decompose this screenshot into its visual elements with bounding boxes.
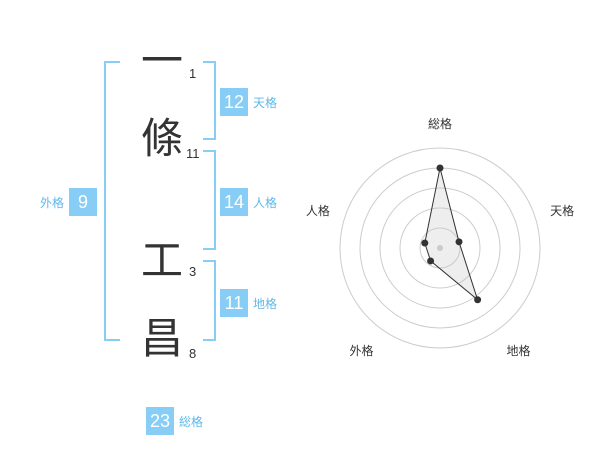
- tenkaku-label: 天格: [253, 95, 278, 110]
- jinkaku-label: 人格: [253, 195, 278, 210]
- name-char-1: 一: [141, 36, 184, 85]
- radar-grid-ring: [379, 187, 501, 309]
- gaikaku-bracket: [104, 61, 120, 341]
- name-char-2: 條: [141, 114, 184, 163]
- soukaku-badge: 23 総格: [146, 407, 203, 435]
- radar-point-3: [474, 296, 482, 304]
- name-char-4: 昌: [141, 314, 184, 363]
- radar-point-1: [436, 164, 444, 172]
- jinkaku-bracket: [203, 150, 216, 250]
- gaikaku-value: 9: [69, 188, 98, 216]
- radar-point-4: [427, 257, 435, 265]
- stroke-count-1: 1: [189, 66, 197, 81]
- jinkaku-value: 14: [220, 188, 248, 216]
- tenkaku-value: 12: [220, 88, 248, 116]
- stroke-count-2: 11: [186, 146, 200, 161]
- soukaku-label: 総格: [179, 414, 204, 429]
- radar-center-dot: [437, 245, 443, 251]
- name-char-3: 工: [141, 236, 184, 285]
- jinkaku-badge: 14 人格: [220, 188, 277, 216]
- radar-grid-ring: [339, 147, 541, 349]
- gaikaku-badge: 外格 9: [40, 188, 98, 216]
- chikaku-value: 11: [220, 289, 248, 317]
- radar-axis-label-5: 人格: [306, 203, 330, 218]
- radar-grid-ring: [399, 207, 481, 289]
- radar-axis-label-1: 総格: [428, 116, 452, 131]
- soukaku-value: 23: [146, 407, 174, 435]
- stroke-count-4: 8: [189, 346, 197, 361]
- chikaku-badge: 11 地格: [220, 289, 277, 317]
- radar-series-polygon: [424, 167, 479, 302]
- gaikaku-label: 外格: [40, 195, 65, 210]
- tenkaku-bracket: [203, 61, 216, 140]
- radar-axis-label-3: 地格: [507, 343, 531, 358]
- radar-point-5: [421, 239, 429, 247]
- stroke-count-3: 3: [189, 264, 197, 279]
- tenkaku-badge: 12 天格: [220, 88, 277, 116]
- radar-axis-label-2: 天格: [550, 203, 574, 218]
- chikaku-label: 地格: [253, 296, 278, 311]
- chikaku-bracket: [203, 260, 216, 341]
- radar-axis-label-4: 外格: [349, 343, 373, 358]
- radar-point-2: [455, 238, 463, 246]
- radar-grid-ring: [419, 227, 461, 269]
